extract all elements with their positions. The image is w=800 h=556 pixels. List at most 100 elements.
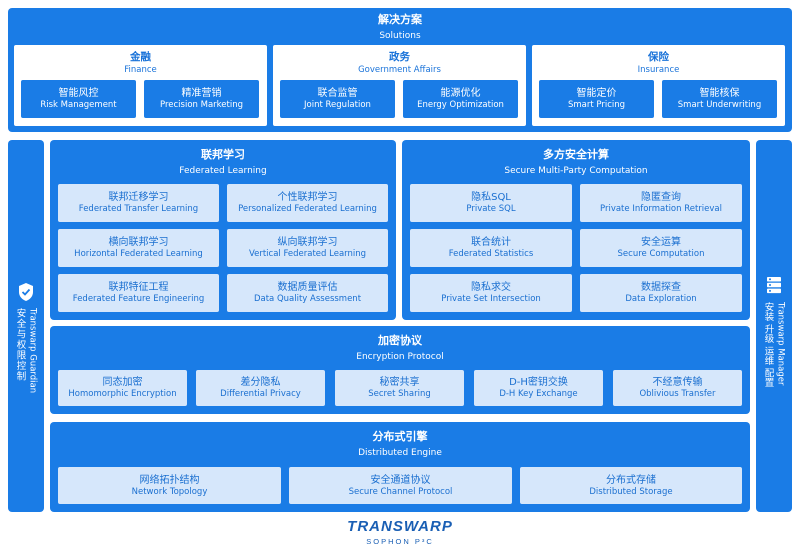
- category-finance: 金融 Finance 智能风控 Risk Management 精准营销 Pre…: [14, 45, 267, 126]
- solutions-panel: 解决方案 Solutions 金融 Finance 智能风控 Risk Mana…: [8, 8, 792, 132]
- solution-smart-pricing: 智能定价 Smart Pricing: [539, 80, 654, 118]
- item-cn: 隐匿查询: [641, 192, 681, 203]
- item-en: Homomorphic Encryption: [68, 389, 177, 399]
- private-sql: 隐私SQL Private SQL: [410, 184, 572, 222]
- item-en: Smart Pricing: [567, 100, 626, 110]
- logo-product: SOPHON P³C: [366, 537, 434, 546]
- item-cn: 联邦特征工程: [108, 282, 169, 293]
- mpc-title: 多方安全计算: [543, 148, 609, 161]
- federated-subtitle: Federated Learning: [179, 166, 267, 176]
- mpc-panel: 多方安全计算 Secure Multi-Party Computation 隐私…: [402, 140, 750, 320]
- solution-joint-regulation: 联合监管 Joint Regulation: [280, 80, 395, 118]
- item-en: Network Topology: [131, 486, 208, 497]
- item-cn: 隐私求交: [471, 282, 511, 293]
- solutions-subtitle: Solutions: [379, 31, 421, 41]
- differential-privacy: 差分隐私 Differential Privacy: [196, 370, 325, 406]
- item-cn: 横向联邦学习: [108, 237, 169, 248]
- distributed-storage: 分布式存储 Distributed Storage: [520, 467, 742, 504]
- item-en: Data Exploration: [625, 294, 697, 304]
- federated-learning-panel: 联邦学习 Federated Learning 联邦迁移学习 Federated…: [50, 140, 396, 320]
- item-en: Risk Management: [40, 100, 117, 110]
- manager-sidebar: Transwarp Manager 安装 升级 运维 配置: [756, 140, 792, 512]
- item-cn: 安全通道协议: [370, 474, 431, 486]
- oblivious-transfer: 不经意传输 Oblivious Transfer: [613, 370, 742, 406]
- item-cn: 隐私SQL: [471, 192, 511, 203]
- item-en: Private Set Intersection: [441, 294, 541, 304]
- item-cn: 精准营销: [181, 88, 222, 99]
- category-insurance: 保险 Insurance 智能定价 Smart Pricing 智能核保 Sma…: [532, 45, 785, 126]
- private-information-retrieval: 隐匿查询 Private Information Retrieval: [580, 184, 742, 222]
- item-en: Secret Sharing: [368, 389, 431, 399]
- secret-sharing: 秘密共享 Secret Sharing: [335, 370, 464, 406]
- item-en: Secure Channel Protocol: [348, 486, 453, 497]
- item-en: Data Quality Assessment: [253, 294, 362, 304]
- dh-key-exchange: D-H密钥交换 D-H Key Exchange: [474, 370, 603, 406]
- category-title: 金融: [130, 51, 151, 63]
- encryption-subtitle: Encryption Protocol: [356, 352, 444, 362]
- solution-smart-underwriting: 智能核保 Smart Underwriting: [662, 80, 777, 118]
- network-topology: 网络拓扑结构 Network Topology: [58, 467, 281, 504]
- solution-risk-management: 智能风控 Risk Management: [21, 80, 136, 118]
- item-cn: 差分隐私: [240, 377, 281, 388]
- item-cn: 智能风控: [58, 88, 99, 99]
- guardian-en-label: Transwarp Guardian: [27, 308, 38, 394]
- item-en: Vertical Federated Learning: [248, 249, 367, 259]
- item-cn: 秘密共享: [379, 377, 420, 388]
- category-subtitle: Insurance: [637, 65, 680, 75]
- encryption-title: 加密协议: [378, 334, 422, 347]
- horizontal-federated-learning: 横向联邦学习 Horizontal Federated Learning: [58, 229, 219, 267]
- item-en: Distributed Storage: [589, 486, 673, 497]
- secure-computation: 安全运算 Secure Computation: [580, 229, 742, 267]
- item-en: Joint Regulation: [304, 100, 371, 110]
- federated-transfer-learning: 联邦迁移学习 Federated Transfer Learning: [58, 184, 219, 222]
- federated-feature-engineering: 联邦特征工程 Federated Feature Engineering: [58, 274, 219, 312]
- federated-title: 联邦学习: [201, 148, 245, 161]
- item-cn: 纵向联邦学习: [277, 237, 338, 248]
- category-subtitle: Finance: [124, 65, 157, 75]
- item-cn: 联邦迁移学习: [108, 192, 169, 203]
- guardian-labels: Transwarp Guardian 安全与权限控制: [8, 308, 44, 393]
- manager-labels: Transwarp Manager 安装 升级 运维 配置: [756, 302, 792, 387]
- category-subtitle: Government Affairs: [358, 65, 441, 75]
- distributed-engine-panel: 分布式引擎 Distributed Engine 网络拓扑结构 Network …: [50, 422, 750, 512]
- category-title: 保险: [648, 51, 669, 63]
- item-en: Differential Privacy: [220, 389, 301, 399]
- item-cn: 智能核保: [699, 88, 740, 99]
- item-cn: 安全运算: [641, 237, 681, 248]
- item-en: Federated Feature Engineering: [72, 294, 205, 304]
- item-en: Federated Transfer Learning: [78, 204, 199, 214]
- secure-channel-protocol: 安全通道协议 Secure Channel Protocol: [289, 467, 512, 504]
- item-en: Secure Computation: [617, 249, 705, 259]
- item-cn: 不经意传输: [652, 377, 703, 388]
- item-cn: 能源优化: [440, 88, 481, 99]
- engine-title: 分布式引擎: [372, 430, 428, 443]
- item-en: Horizontal Federated Learning: [74, 249, 203, 259]
- server-icon: [767, 277, 781, 294]
- personalized-federated-learning: 个性联邦学习 Personalized Federated Learning: [227, 184, 388, 222]
- manager-cn-label: 安装 升级 运维 配置: [762, 302, 774, 388]
- solutions-title: 解决方案: [378, 13, 422, 26]
- data-quality-assessment: 数据质量评估 Data Quality Assessment: [227, 274, 388, 312]
- item-cn: D-H密钥交换: [509, 377, 568, 388]
- vertical-federated-learning: 纵向联邦学习 Vertical Federated Learning: [227, 229, 388, 267]
- item-cn: 个性联邦学习: [277, 192, 338, 203]
- item-cn: 数据探查: [641, 282, 681, 293]
- mpc-subtitle: Secure Multi-Party Computation: [504, 166, 648, 176]
- homomorphic-encryption: 同态加密 Homomorphic Encryption: [58, 370, 187, 406]
- item-cn: 分布式存储: [606, 474, 656, 486]
- engine-subtitle: Distributed Engine: [358, 448, 442, 458]
- item-en: Federated Statistics: [448, 249, 534, 259]
- federated-statistics: 联合统计 Federated Statistics: [410, 229, 572, 267]
- item-en: D-H Key Exchange: [499, 389, 578, 399]
- solution-precision-marketing: 精准营销 Precision Marketing: [144, 80, 259, 118]
- item-en: Precision Marketing: [160, 100, 243, 110]
- item-cn: 联合监管: [317, 88, 358, 99]
- solution-energy-optimization: 能源优化 Energy Optimization: [403, 80, 518, 118]
- item-cn: 智能定价: [576, 88, 617, 99]
- item-en: Smart Underwriting: [677, 100, 762, 110]
- manager-en-label: Transwarp Manager: [775, 302, 786, 386]
- item-cn: 数据质量评估: [277, 282, 338, 293]
- guardian-sidebar: Transwarp Guardian 安全与权限控制: [8, 140, 44, 512]
- category-title: 政务: [389, 51, 410, 63]
- item-en: Energy Optimization: [417, 100, 504, 110]
